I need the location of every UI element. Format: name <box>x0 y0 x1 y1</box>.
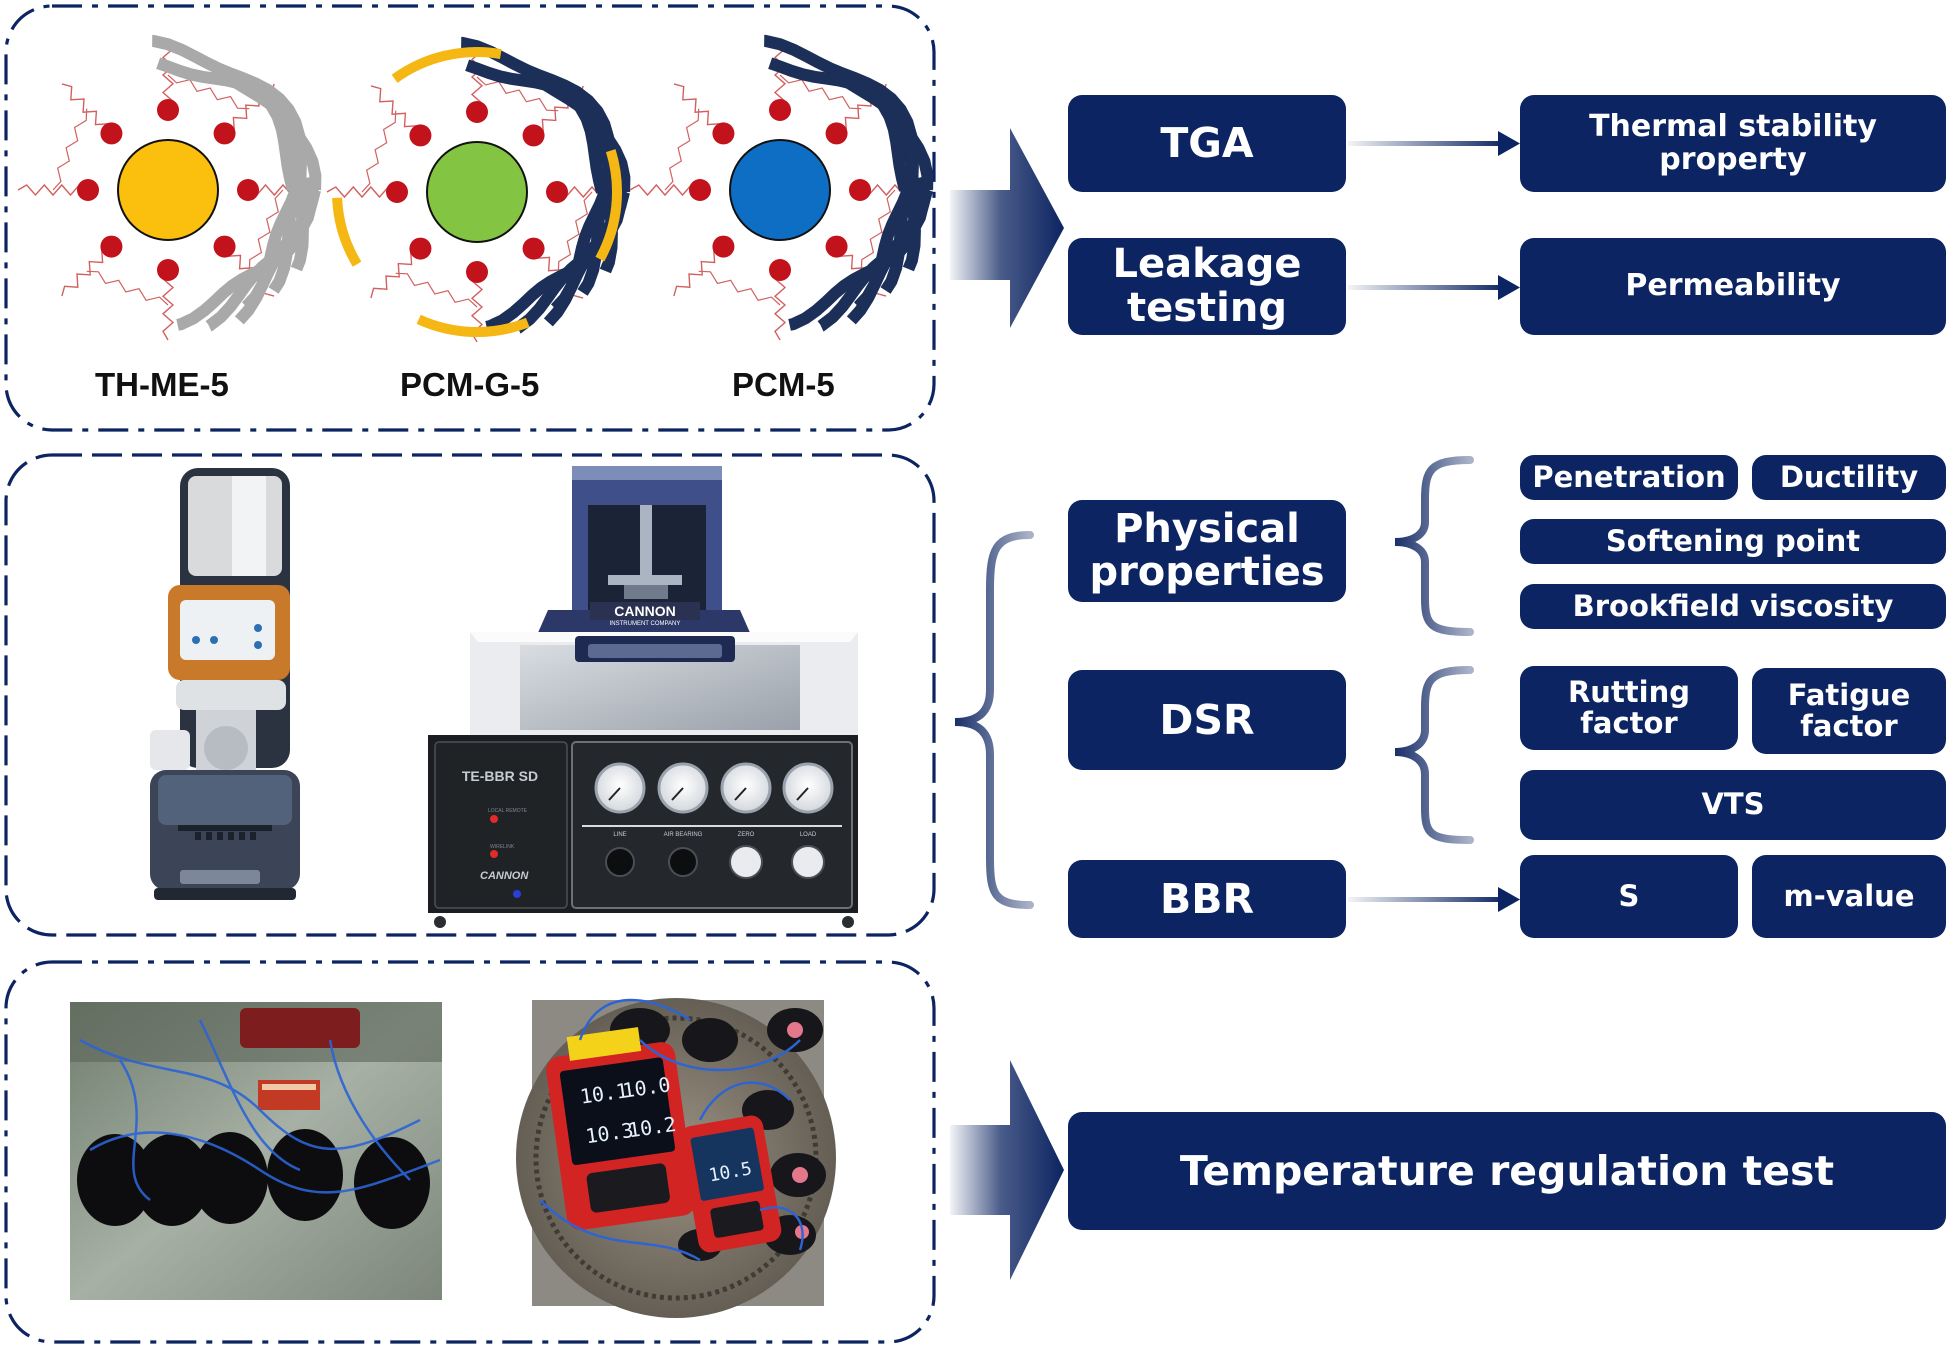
fatigue-label-line2: factor <box>1800 709 1898 743</box>
tga-label: TGA <box>1160 119 1254 168</box>
particle-pcm-5 <box>626 34 934 344</box>
brace-big-icon <box>954 531 1034 909</box>
rutting-factor-box: Rutting factor <box>1520 666 1738 750</box>
material-label-th-me-5: TH-ME-5 <box>95 366 229 403</box>
s-box: S <box>1520 855 1738 938</box>
physical-properties-box: Physical properties <box>1068 500 1346 602</box>
bbr-box: BBR <box>1068 860 1346 938</box>
m-value-box: m-value <box>1752 855 1946 938</box>
s-label: S <box>1618 878 1640 913</box>
bbr-knob-label-air: AIR BEARING <box>664 832 703 838</box>
bbr-lamp-label-2: WIRELINK <box>490 844 515 850</box>
bbr-knob-label-load: LOAD <box>800 832 817 838</box>
bbr-panel-brand: CANNON <box>480 870 529 882</box>
bbr-label: BBR <box>1159 874 1255 923</box>
fatigue-label-line1: Fatigue <box>1787 677 1911 712</box>
bbr-brand-sub-label: INSTRUMENT COMPANY <box>610 621 681 627</box>
arrow-right-large-icon <box>950 128 1064 328</box>
material-label-pcm-5: PCM-5 <box>732 366 835 403</box>
particle-th-me-5 <box>14 34 322 344</box>
temperature-photo-samples <box>70 1002 442 1300</box>
softening-point-box: Softening point <box>1520 519 1946 564</box>
material-label-pcm-g-5: PCM-G-5 <box>400 366 540 403</box>
rutting-label-line1: Rutting <box>1567 674 1691 709</box>
tga-box: TGA <box>1068 95 1346 192</box>
brace-physical-icon <box>1394 456 1474 636</box>
penetration-label: Penetration <box>1532 459 1726 494</box>
fatigue-factor-box: Fatigue factor <box>1752 668 1946 754</box>
dsr-box: DSR <box>1068 670 1346 770</box>
materials-panel <box>4 4 936 432</box>
bbr-model-label: TE-BBR SD <box>462 768 538 784</box>
dsr-rheometer-image <box>150 468 300 900</box>
temperature-photos-panel <box>4 960 936 1344</box>
thermal-stability-label: Thermal stability property <box>1589 109 1877 177</box>
permeability-box: Permeability <box>1520 238 1946 335</box>
brookfield-viscosity-box: Brookfield viscosity <box>1520 584 1946 629</box>
particle-pcm-g-5 <box>323 36 631 346</box>
bbr-lamp-label-1: LOCAL REMOTE <box>488 808 528 814</box>
leakage-testing-box: Leakage testing <box>1068 238 1346 335</box>
bbr-gauges <box>594 762 834 814</box>
ductility-label: Ductility <box>1779 459 1919 494</box>
leakage-label-line2: testing <box>1127 284 1287 331</box>
arrow-right-large-icon-2 <box>950 1060 1064 1280</box>
equipment-panel <box>4 453 936 937</box>
arrow-tga-to-thermal-icon <box>1348 131 1520 156</box>
temperature-regulation-label: Temperature regulation test <box>1179 1146 1835 1195</box>
ductility-box: Ductility <box>1752 455 1946 500</box>
leakage-label-line1: Leakage <box>1112 241 1302 288</box>
softening-point-label: Softening point <box>1605 523 1861 558</box>
rutting-label-line2: factor <box>1580 706 1678 740</box>
physical-label-line2: properties <box>1089 549 1325 595</box>
bbr-knobs <box>605 845 825 879</box>
dsr-label: DSR <box>1159 695 1255 744</box>
permeability-label: Permeability <box>1625 268 1841 304</box>
arrow-leakage-to-permeability-icon <box>1348 275 1520 300</box>
brookfield-viscosity-label: Brookfield viscosity <box>1572 588 1894 623</box>
bbr-knob-label-line: LINE <box>613 832 626 838</box>
bbr-instrument-image: CANNON INSTRUMENT COMPANY TE-BBR SD LOCA… <box>428 466 858 928</box>
vts-box: VTS <box>1520 770 1946 840</box>
temperature-regulation-box: Temperature regulation test <box>1068 1112 1946 1230</box>
penetration-box: Penetration <box>1520 455 1738 500</box>
brace-dsr-icon <box>1394 666 1474 844</box>
temperature-photo-meters: 10.1 10.0 10.3 10.2 10.5 <box>516 998 836 1318</box>
vts-label: VTS <box>1701 787 1765 822</box>
arrow-bbr-to-results-icon <box>1348 887 1520 912</box>
physical-label-line1: Physical <box>1114 505 1300 552</box>
thermal-stability-box: Thermal stability property <box>1520 95 1946 192</box>
m-value-label: m-value <box>1783 878 1915 913</box>
bbr-brand-label: CANNON <box>614 603 675 619</box>
bbr-knob-label-zero: ZERO <box>738 832 755 838</box>
